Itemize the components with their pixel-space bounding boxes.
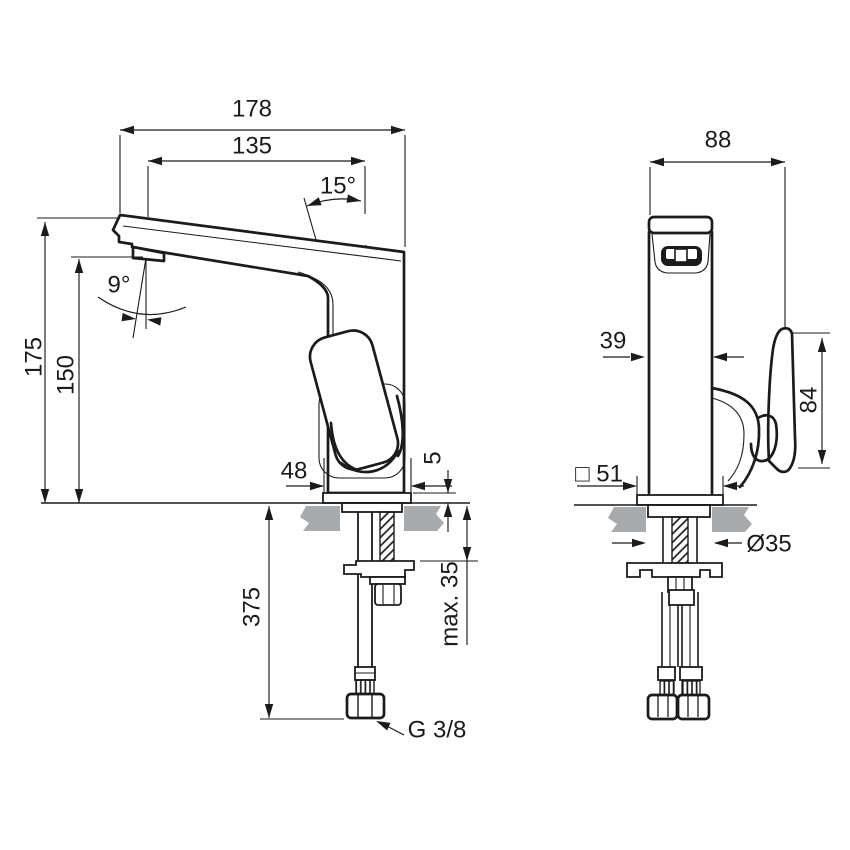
dim-15deg: 15° <box>306 173 362 207</box>
base-plate <box>322 492 412 504</box>
handle-socket-contour <box>711 397 745 482</box>
dim-label-39: 39 <box>600 328 627 355</box>
spout-inner-contour <box>122 225 402 262</box>
dim-g38: G 3/8 <box>376 717 467 744</box>
dim-150: 150 <box>53 259 84 503</box>
front-view <box>574 215 797 721</box>
dim-label-g38: G 3/8 <box>408 717 467 744</box>
handle-boss <box>749 413 779 463</box>
dim-84: 84 <box>796 338 827 464</box>
threaded-stud <box>379 511 395 563</box>
dim-135: 135 <box>148 133 365 166</box>
countertop-right <box>712 507 752 532</box>
fixing-nut-collar <box>369 576 406 585</box>
dim-9deg: 9° <box>97 272 187 326</box>
dim-label-max35: max. 35 <box>437 561 464 646</box>
base-gasket <box>341 502 403 513</box>
handle-collar-arc-left <box>329 421 359 472</box>
base-gasket <box>647 504 711 518</box>
mounting-bracket <box>343 560 415 578</box>
g38-hex-nut <box>345 692 386 720</box>
spout-recess <box>651 233 711 274</box>
dim-label-dia35: Ø35 <box>746 531 791 558</box>
dim-178: 178 <box>120 96 405 135</box>
dim-label-48: 48 <box>281 458 308 485</box>
extension-lines <box>636 167 830 494</box>
dim-label-9deg: 9° <box>108 272 131 299</box>
mounting-bracket <box>626 562 723 578</box>
hose-connector <box>679 666 703 681</box>
handle-collar-arc-right <box>395 394 405 458</box>
hose-union <box>668 589 695 606</box>
extension-lines <box>37 135 478 720</box>
hex-nut <box>646 693 679 721</box>
countertop-left <box>300 506 340 531</box>
base-plate <box>636 494 724 506</box>
hex-nut <box>676 693 711 721</box>
dim-dia35: Ø35 <box>612 531 792 558</box>
threaded-stud <box>671 516 689 564</box>
dim-label-15deg: 15° <box>320 173 356 200</box>
hose-braid <box>659 680 675 696</box>
dim-label-375: 375 <box>239 587 266 627</box>
dim-label-sq51: □ 51 <box>575 461 623 488</box>
dim-label-178: 178 <box>232 96 272 123</box>
hose-braid <box>355 679 375 695</box>
dim-label-84: 84 <box>796 387 823 414</box>
dim-label-5: 5 <box>420 451 447 464</box>
dim-label-135: 135 <box>232 133 272 160</box>
dim-175: 175 <box>21 222 50 503</box>
dim-5: 5 <box>420 451 453 532</box>
hose-connector <box>657 666 676 681</box>
body-top-cap <box>647 215 714 235</box>
dim-label-150: 150 <box>53 355 80 395</box>
dim-max35: max. 35 <box>437 506 472 647</box>
fixing-nut <box>374 583 402 606</box>
spray-angle-line <box>132 257 147 339</box>
dim-39: 39 <box>600 328 744 362</box>
hose-braid <box>681 680 701 696</box>
dim-48: 48 <box>281 458 452 491</box>
dim-88: 88 <box>650 127 785 167</box>
bend-inner-contour <box>297 271 334 345</box>
dim-375: 375 <box>239 506 274 718</box>
countertop-right <box>404 506 444 531</box>
dim-51: □ 51 <box>575 461 744 491</box>
aerator-key <box>674 248 688 263</box>
handle-collar-arc-bottom <box>339 449 400 474</box>
handle-lever-profile <box>766 326 797 474</box>
dimensions-front-view: 88 39 84 □ 51 Ø35 <box>575 127 830 558</box>
dim-label-88: 88 <box>705 127 732 154</box>
dimensions-side-view: 178 135 15° 9° 175 <box>21 96 478 744</box>
handle-socket-outline <box>710 386 761 489</box>
countertop-left <box>608 507 646 532</box>
side-view <box>41 197 470 720</box>
dim-label-175: 175 <box>21 337 48 377</box>
